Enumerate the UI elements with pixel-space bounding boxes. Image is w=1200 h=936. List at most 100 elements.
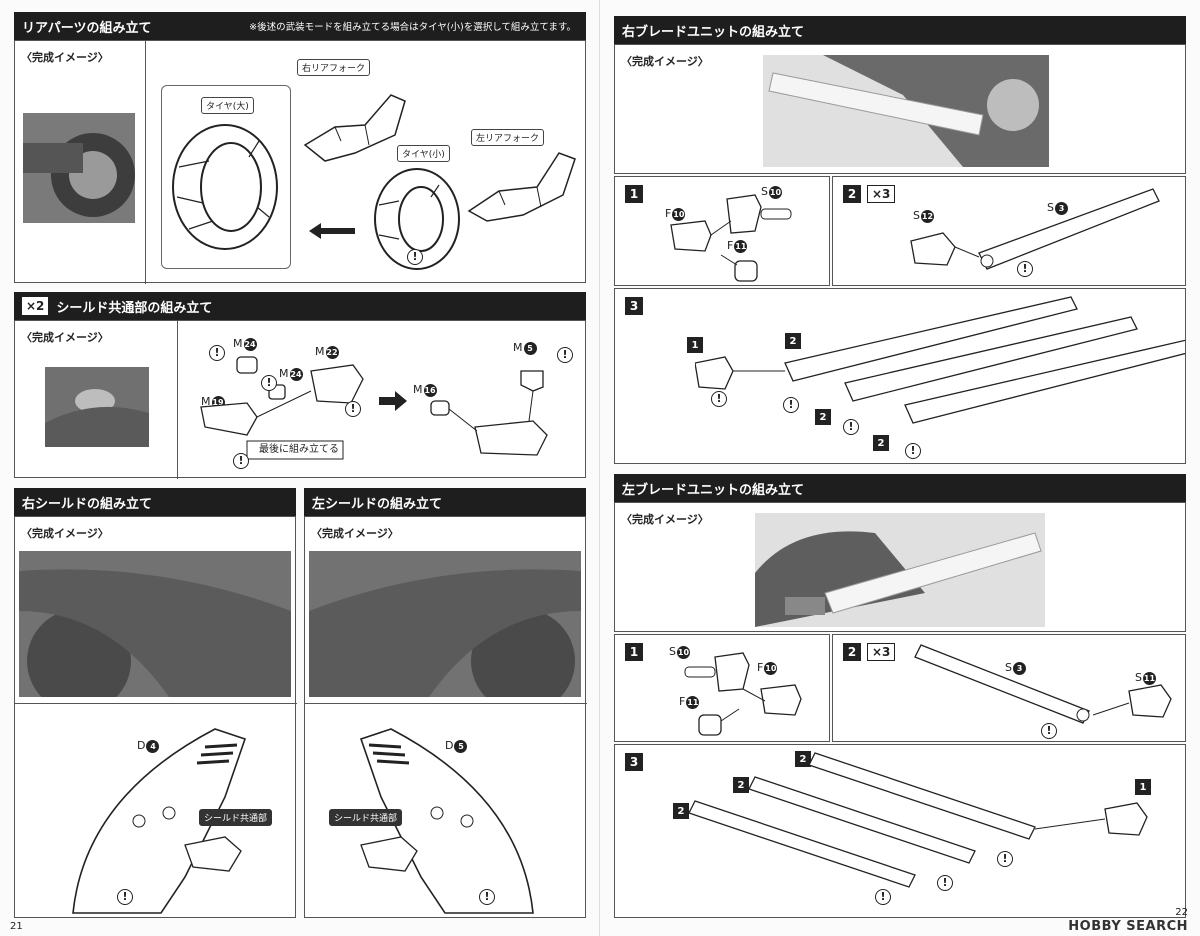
tire-large-frame <box>161 85 291 269</box>
rear-complete-label: 〈完成イメージ〉 <box>21 51 109 64</box>
rb-f10-number: 10 <box>672 207 686 221</box>
shield-common-multiplier: ×2 <box>22 297 49 315</box>
lb-f10-letter: F <box>757 661 764 674</box>
right-page-number: 22 <box>1175 907 1188 918</box>
tire-large-label: タイヤ(大) <box>201 97 254 114</box>
part-m16-letter: M <box>413 383 423 396</box>
rb-s10-number: 10 <box>768 185 782 199</box>
right-blade-step2-badge: 2 <box>843 185 861 203</box>
left-blade-title: 左ブレードユニットの組み立て <box>622 482 805 498</box>
shield-common-warning-4: ! <box>233 453 249 469</box>
shield-common-warning-2: ! <box>261 375 277 391</box>
left-blade-photo <box>755 513 1045 627</box>
rb-s12-letter: S <box>913 209 920 222</box>
left-blade-step2-multiplier: ×3 <box>867 643 896 661</box>
part-m5-letter: M <box>513 341 523 354</box>
right-shield-warning: ! <box>117 889 133 905</box>
rb-step2-warning: ! <box>1017 261 1033 277</box>
rb-step3-warning-4: ! <box>905 443 921 459</box>
rb-step3-ref2a: 2 <box>785 333 801 349</box>
rb-f10-letter: F <box>665 207 672 220</box>
left-blade-complete-panel: 〈完成イメージ〉 <box>614 502 1186 632</box>
right-blade-step1-badge: 1 <box>625 185 643 203</box>
right-blade-step2-multiplier: ×3 <box>867 185 896 203</box>
tire-large-icon <box>172 124 278 250</box>
lb-f10-number: 10 <box>764 661 778 675</box>
shield-common-divider <box>177 321 178 479</box>
rb-s12-number: 12 <box>920 209 934 223</box>
rear-parts-header: リアパーツの組み立て ※後述の武装モードを組み立てる場合はタイヤ(小)を選択して… <box>14 12 586 40</box>
lb-f11-letter: F <box>679 695 686 708</box>
left-shield-complete-label: 〈完成イメージ〉 <box>311 527 399 540</box>
part-m24a-letter: M <box>233 337 243 350</box>
rb-step3-ref1: 1 <box>687 337 703 353</box>
lb-step3-ref1: 1 <box>1135 779 1151 795</box>
left-shield-diagram <box>359 728 534 914</box>
lb-s3-number: 3 <box>1012 661 1026 675</box>
next-arrow-icon <box>379 391 407 411</box>
right-fork-label: 右リアフォーク <box>297 59 371 76</box>
lb-step3-ref2a: 2 <box>795 751 811 767</box>
rb-step3-ref2c: 2 <box>873 435 889 451</box>
left-shield-part-letter: D <box>445 739 454 752</box>
right-blade-step3-panel: 3 1 2 2 2 ! ! ! ! <box>614 288 1186 464</box>
rear-divider <box>145 41 146 284</box>
rear-parts-panel: 〈完成イメージ〉 タイヤ(大) タイヤ(小) 右リアフォ <box>14 40 586 284</box>
shield-common-photo <box>45 367 149 447</box>
rb-f11-number: 11 <box>734 239 748 253</box>
rb-step3-art <box>695 296 1185 424</box>
part-m19-letter: M <box>201 395 211 408</box>
part-m5-number: 5 <box>523 341 537 355</box>
right-shield-part-letter: D <box>137 739 146 752</box>
last-assemble-note: 最後に組み立てる <box>259 444 339 455</box>
right-shield-part-number: 4 <box>146 739 160 753</box>
left-shield-divider <box>305 703 587 704</box>
part-m16-number: 16 <box>423 383 437 397</box>
right-shield-complete-label: 〈完成イメージ〉 <box>21 527 109 540</box>
left-blade-photo-art <box>755 531 1042 627</box>
left-blade-step3-panel: 3 1 2 2 2 ! ! ! <box>614 744 1186 918</box>
shield-common-assembled-art <box>430 370 548 456</box>
left-blade-step1-badge: 1 <box>625 643 643 661</box>
shield-common-warning-5: ! <box>557 347 573 363</box>
shield-common-warning-1: ! <box>209 345 225 361</box>
left-blade-step3-badge: 3 <box>625 753 643 771</box>
swap-arrow-icon <box>309 223 355 239</box>
rb-step1-art <box>670 194 792 282</box>
right-shield-photo-art <box>19 569 291 697</box>
tire-small-label: タイヤ(小) <box>397 145 450 162</box>
rear-parts-note: ※後述の武装モードを組み立てる場合はタイヤ(小)を選択して組み立てます。 <box>249 22 576 33</box>
part-m24b-letter: M <box>279 367 289 380</box>
shield-common-title: シールド共通部の組み立て <box>56 300 213 316</box>
rb-step3-ref2b: 2 <box>815 409 831 425</box>
left-page: リアパーツの組み立て ※後述の武装モードを組み立てる場合はタイヤ(小)を選択して… <box>10 0 600 936</box>
lb-step2-art <box>914 644 1172 724</box>
lb-step3-warning-1: ! <box>937 875 953 891</box>
left-blade-step2-badge: 2 <box>843 643 861 661</box>
left-shield-photo-art <box>309 569 581 697</box>
left-shield-common-label: シールド共通部 <box>329 809 403 826</box>
rb-step2-art <box>910 188 1160 270</box>
left-blade-header: 左ブレードユニットの組み立て <box>614 474 1186 502</box>
left-shield-header: 左シールドの組み立て <box>304 488 586 516</box>
left-shield-photo <box>309 551 581 697</box>
lb-step1-art <box>684 652 802 736</box>
right-shield-photo <box>19 551 291 697</box>
rear-warning-icon: ! <box>407 249 423 265</box>
rb-step3-warning-2: ! <box>783 397 799 413</box>
lb-step3-ref2c: 2 <box>673 803 689 819</box>
right-shield-divider <box>15 703 297 704</box>
lb-step2-warning: ! <box>1041 723 1057 739</box>
